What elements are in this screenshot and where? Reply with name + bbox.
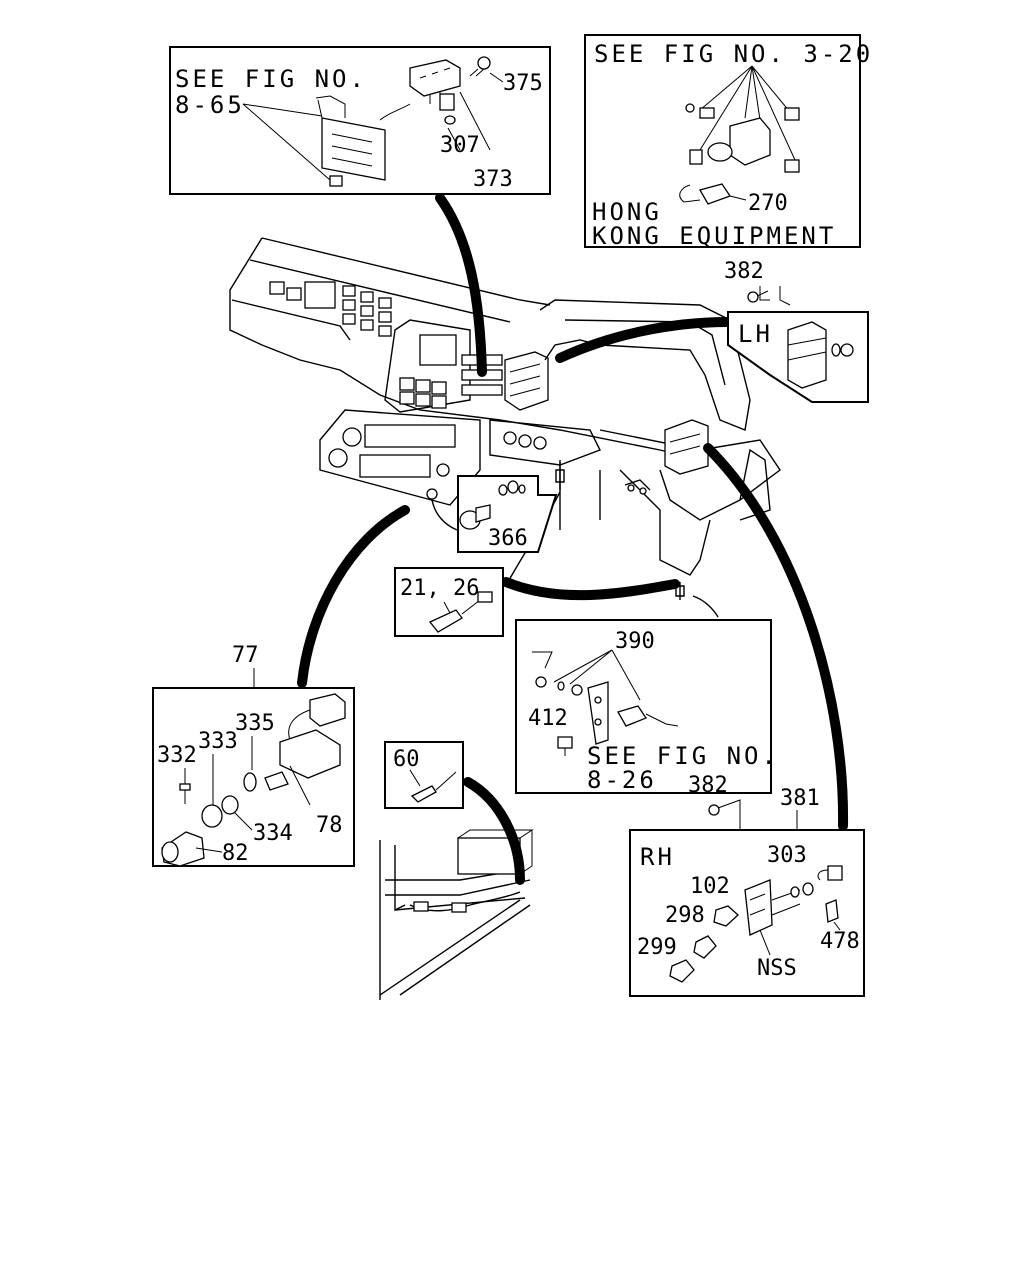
callout-381: 381: [780, 786, 820, 811]
panel-60-frame: [384, 741, 464, 809]
callout-332: 332: [157, 743, 197, 768]
callout-333: 333: [198, 729, 238, 754]
callout-478: 478: [820, 929, 860, 954]
callout-307: 307: [440, 133, 480, 158]
panel-rh: 382 381 RH 303 102 298 299 NSS 478: [629, 773, 865, 997]
callout-nss: NSS: [757, 956, 797, 981]
switch-block: [342, 285, 392, 337]
panel-366: 366: [457, 475, 558, 553]
dashboard-illustration: [229, 237, 781, 600]
panel-hk-ref: SEE FIG NO. 3-20: [594, 40, 873, 68]
panel-390-ref-line2: 8-26: [587, 766, 657, 794]
callout-rh-382: 382: [688, 773, 728, 798]
panel-hk-frame: [584, 34, 861, 248]
callout-366: 366: [488, 526, 528, 551]
panel-lh-side-label: LH: [738, 320, 773, 348]
panel-rh-side-label: RH: [640, 843, 675, 871]
panel-hk-note-line1: HONG: [592, 198, 662, 226]
callout-412: 412: [528, 706, 568, 731]
callout-102: 102: [690, 874, 730, 899]
panel-77: 77 335 333 332 334 78 82: [152, 643, 355, 867]
callout-270: 270: [748, 191, 788, 216]
leader-curves: [297, 193, 849, 885]
callout-82: 82: [222, 841, 249, 866]
frame-illustration: [379, 829, 534, 1000]
panel-8-65-ref-line2: 8-65: [175, 91, 245, 119]
callout-298: 298: [665, 903, 705, 928]
panel-390-ref-line1: SEE FIG NO.: [587, 742, 779, 770]
callout-375: 375: [503, 71, 543, 96]
panel-hk-note-line2: KONG EQUIPMENT: [592, 222, 836, 250]
callout-lh-382: 382: [724, 259, 764, 284]
callout-335: 335: [235, 711, 275, 736]
panel-hong-kong-equipment: SEE FIG NO. 3-20 270 HONG KONG EQUIPMENT: [584, 34, 873, 250]
callout-21-26: 21, 26: [400, 576, 479, 601]
callout-77: 77: [232, 643, 259, 668]
panel-8-65-ref-line1: SEE FIG NO.: [175, 65, 367, 93]
keypad: [399, 377, 447, 409]
panel-see-fig-8-65: SEE FIG NO. 8-65 375 307 373: [169, 46, 551, 195]
callout-78: 78: [316, 813, 343, 838]
callout-373: 373: [473, 167, 513, 192]
panel-366-frame: [457, 475, 558, 553]
callout-390: 390: [615, 629, 655, 654]
callout-303: 303: [767, 843, 807, 868]
panel-60: 60: [384, 741, 464, 809]
panel-390-frame: [515, 619, 772, 794]
panel-390: 390 412 SEE FIG NO. 8-26: [515, 619, 779, 794]
callout-299: 299: [637, 935, 677, 960]
panel-21-26: 21, 26: [394, 567, 504, 637]
callout-334: 334: [253, 821, 293, 846]
panel-lh: 382 LH: [724, 259, 869, 403]
callout-60: 60: [393, 747, 420, 772]
